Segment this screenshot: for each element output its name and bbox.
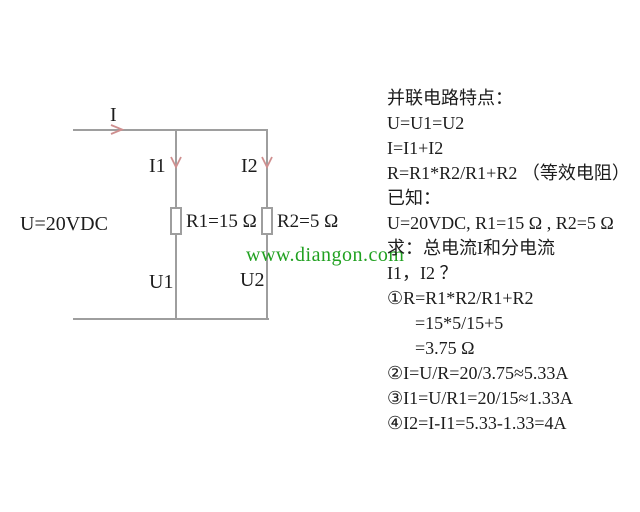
branch1-voltage-label: U1 bbox=[149, 271, 174, 293]
explanation-line-voltage: U=U1=U2 bbox=[387, 113, 465, 133]
branch2-current-arrow-icon bbox=[261, 155, 273, 170]
total-current-label: I bbox=[110, 104, 117, 126]
explanation-line-given: U=20VDC, R1=15 Ω , R2=5 Ω bbox=[387, 213, 614, 233]
explanation-line-step3: ③I1=U/R1=20/15≈1.33A bbox=[387, 388, 573, 408]
explanation-line-current: I=I1+I2 bbox=[387, 138, 444, 158]
branch2-current-label: I2 bbox=[241, 155, 258, 177]
explanation-line-step1b: =15*5/15+5 bbox=[415, 313, 504, 333]
wire-bottom bbox=[73, 318, 269, 320]
explanation-line-step2: ②I=U/R=20/3.75≈5.33A bbox=[387, 363, 569, 383]
explanation-line-find2: I1，I2 ？ bbox=[387, 263, 458, 283]
explanation-line-known: 已知： bbox=[387, 188, 441, 208]
explanation-line-title: 并联电路特点： bbox=[387, 88, 513, 108]
wire-top bbox=[73, 129, 268, 131]
branch1-current-label: I1 bbox=[149, 155, 166, 177]
resistor2-label: R2=5 Ω bbox=[277, 211, 339, 232]
resistor-r2-body bbox=[261, 207, 273, 235]
explanation-line-step1c: =3.75 Ω bbox=[415, 338, 475, 358]
explanation-line-step4: ④I2=I-I1=5.33-1.33=4A bbox=[387, 413, 567, 433]
explanation-line-step1: ①R=R1*R2/R1+R2 bbox=[387, 288, 534, 308]
explanation-line-resistance: R=R1*R2/R1+R2 （等效电阻） bbox=[387, 163, 630, 183]
resistor1-label: R1=15 Ω bbox=[186, 211, 257, 232]
branch2-voltage-label: U2 bbox=[240, 269, 265, 291]
explanation-panel: 并联电路特点： U=U1=U2 I=I1+I2 R=R1*R2/R1+R2 （等… bbox=[387, 86, 630, 436]
watermark-text: www.diangon.com bbox=[246, 244, 405, 266]
branch1-current-arrow-icon bbox=[170, 155, 182, 170]
explanation-line-find: 求：总电流I和分电流 bbox=[387, 238, 555, 258]
resistor-r1-body bbox=[170, 207, 182, 235]
total-current-arrow-icon bbox=[109, 124, 125, 135]
source-voltage-label: U=20VDC bbox=[20, 213, 108, 235]
